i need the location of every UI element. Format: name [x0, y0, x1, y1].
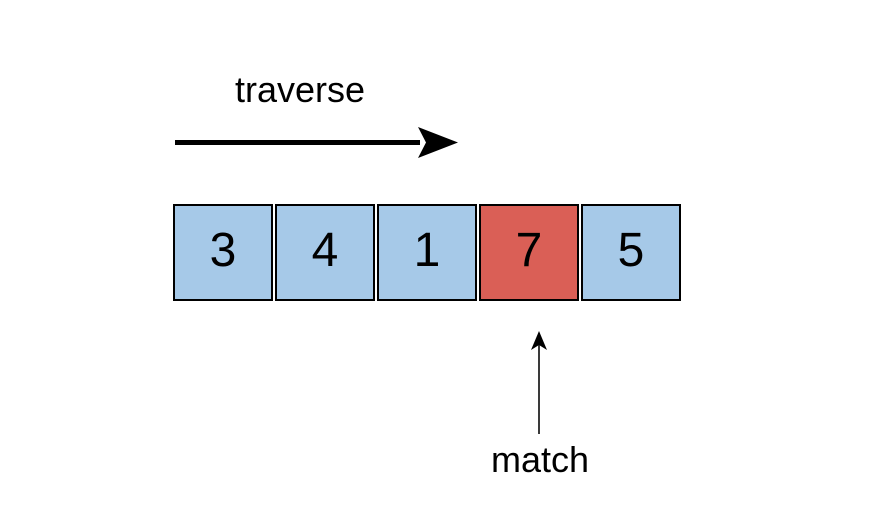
- array-cell-value: 5: [617, 223, 645, 277]
- array-cell[interactable]: 5: [581, 204, 681, 301]
- array-cell-value: 3: [209, 223, 237, 277]
- traverse-label: traverse: [234, 69, 366, 110]
- array-cell[interactable]: 1: [377, 204, 477, 301]
- array-cell-value: 1: [413, 223, 441, 277]
- match-arrow-icon: [516, 326, 562, 438]
- traverse-arrow-icon: [170, 120, 470, 166]
- array-container: 3 4 1 7 5: [173, 204, 681, 301]
- match-label: match: [490, 439, 590, 480]
- array-cell[interactable]: 4: [275, 204, 375, 301]
- array-cell-value: 7: [515, 223, 543, 277]
- array-cell-value: 4: [311, 223, 339, 277]
- array-cell-match[interactable]: 7: [479, 204, 579, 301]
- array-cell[interactable]: 3: [173, 204, 273, 301]
